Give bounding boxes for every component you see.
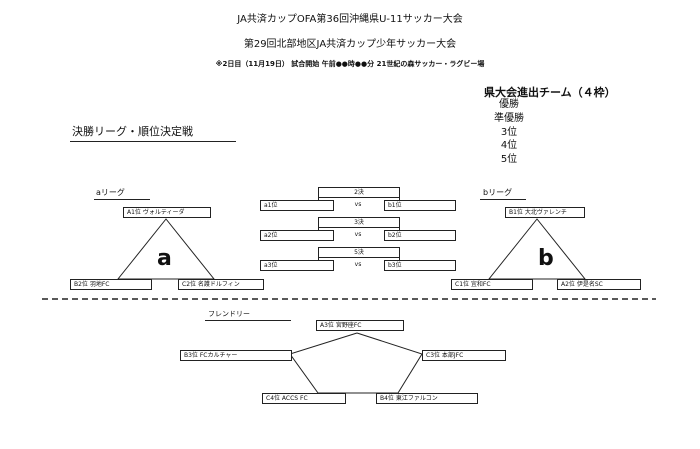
advancing-place-5: 5位 bbox=[500, 154, 518, 165]
advancing-place-2: 準優勝 bbox=[494, 113, 524, 124]
league-b-bottom-right-team: A2位 伊是名SC bbox=[557, 279, 641, 290]
league-a-bottom-right-team: C2位 名護ドルフィン bbox=[178, 279, 264, 290]
playoff-5th-right: b3位 bbox=[384, 260, 456, 271]
friendly-label-underline bbox=[205, 320, 291, 321]
playoff-2nd-right: b1位 bbox=[384, 200, 456, 211]
section-title-underline bbox=[70, 141, 236, 142]
playoff-5th-left: a3位 bbox=[260, 260, 334, 271]
playoff-2nd-left: a1位 bbox=[260, 200, 334, 211]
friendly-left-team: B3位 FCカルチャー bbox=[180, 350, 292, 361]
league-a-label-underline bbox=[94, 199, 150, 200]
friendly-top-team: A3位 宮野座FC bbox=[316, 320, 404, 331]
league-a-label: aリーグ bbox=[96, 188, 125, 197]
league-a-letter: a bbox=[157, 246, 172, 271]
playoff-2nd-title: 2決 bbox=[318, 187, 400, 198]
title-line-1: JA共済カップOFA第36回沖縄県U-11サッカー大会 bbox=[237, 14, 463, 25]
advancing-place-4: 4位 bbox=[500, 140, 518, 151]
playoff-5th-title: 5決 bbox=[318, 247, 400, 258]
advancing-place-3: 3位 bbox=[500, 127, 518, 138]
league-b-letter: b bbox=[538, 246, 554, 271]
advancing-place-1: 優勝 bbox=[499, 99, 519, 110]
playoff-2nd-vs: vs bbox=[354, 201, 362, 208]
friendly-bottom-left-team: C4位 ACCS FC bbox=[262, 393, 346, 404]
league-b-triangle bbox=[487, 218, 587, 280]
friendly-label: フレンドリー bbox=[208, 310, 250, 318]
playoff-3rd-vs: vs bbox=[354, 231, 362, 238]
playoff-3rd-right: b2位 bbox=[384, 230, 456, 241]
playoff-5th-vs: vs bbox=[354, 261, 362, 268]
league-a-triangle bbox=[116, 218, 216, 280]
friendly-pentagon bbox=[289, 332, 423, 394]
league-b-label: bリーグ bbox=[483, 188, 513, 197]
league-b-top-team: B1位 大北ヴァレンチ bbox=[505, 207, 585, 218]
league-b-bottom-left-team: C1位 宜和FC bbox=[451, 279, 533, 290]
league-a-bottom-left-team: B2位 羽地FC bbox=[70, 279, 152, 290]
friendly-bottom-right-team: B4位 東江ファルコン bbox=[376, 393, 478, 404]
title-line-2: 第29回北部地区JA共済カップ少年サッカー大会 bbox=[243, 39, 457, 50]
advancing-heading: 県大会進出チーム（４枠） bbox=[484, 86, 616, 99]
friendly-right-team: C3位 本部JFC bbox=[422, 350, 506, 361]
playoff-3rd-left: a2位 bbox=[260, 230, 334, 241]
league-a-top-team: A1位 ヴォルティーダ bbox=[123, 207, 211, 218]
playoff-3rd-title: 3決 bbox=[318, 217, 400, 228]
section-title: 決勝リーグ・順位決定戦 bbox=[72, 125, 193, 138]
league-b-label-underline bbox=[480, 199, 526, 200]
schedule-line: ※2日目（11月19日） 試合開始 午前●●時●●分 21世紀の森サッカー・ラグ… bbox=[215, 60, 485, 68]
